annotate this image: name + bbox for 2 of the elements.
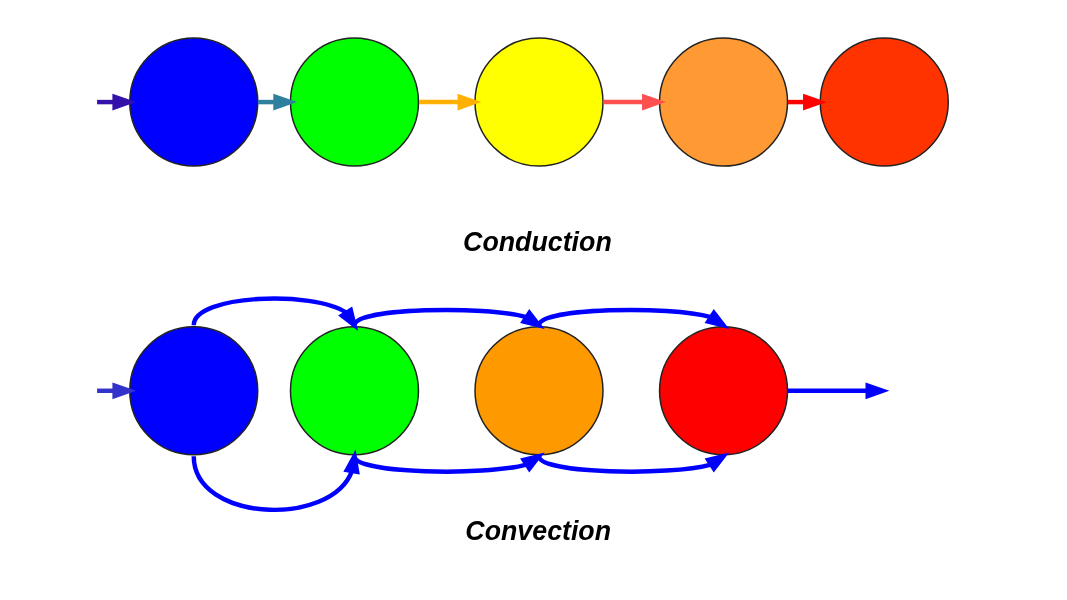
label: Convection — [464, 516, 611, 547]
label: Conduction — [462, 227, 612, 258]
